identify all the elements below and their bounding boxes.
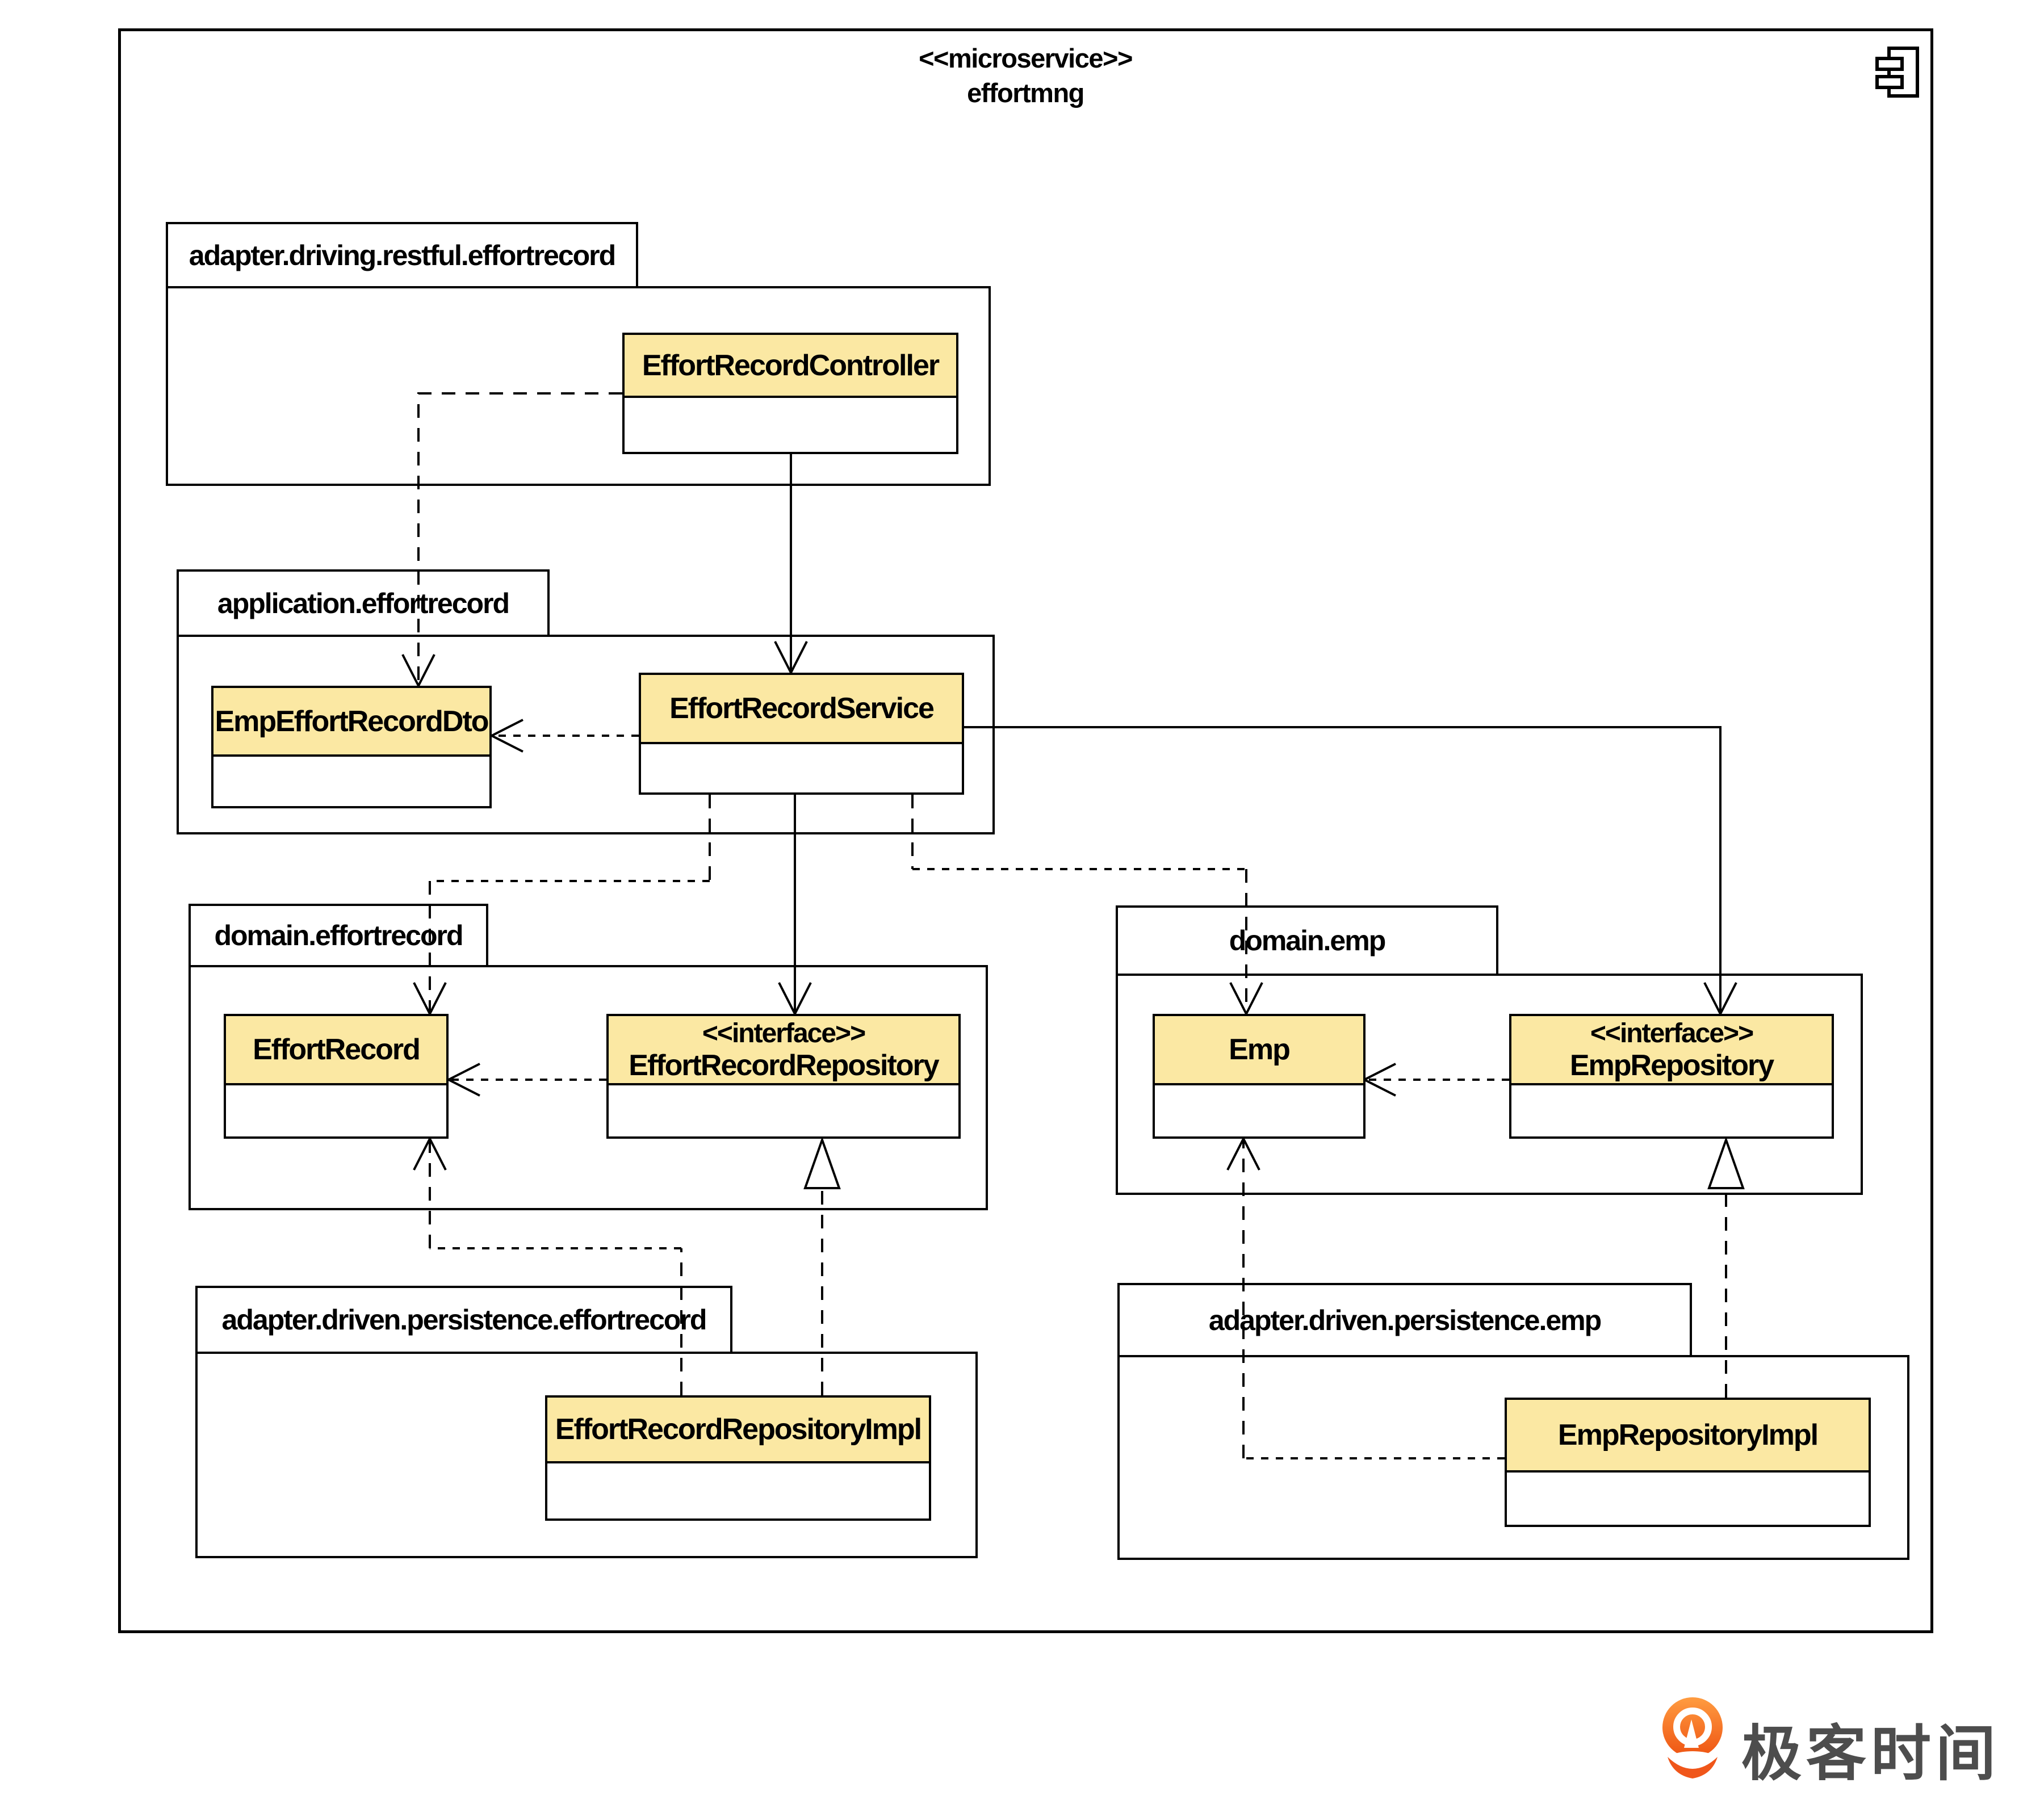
class-effort-record-name: EffortRecord (253, 1033, 421, 1066)
class-emp: Emp (1153, 1014, 1366, 1139)
class-effort-record-repository-impl-name: EffortRecordRepositoryImpl (555, 1413, 922, 1446)
package-domain-emp-label: domain.emp (1229, 925, 1386, 957)
class-emp-header: Emp (1155, 1016, 1363, 1085)
interface-emp-repository-compartment (1511, 1085, 1832, 1136)
interface-effort-record-repository-stereotype: <<interface>> (702, 1018, 866, 1048)
package-domain-emp-tab: domain.emp (1116, 905, 1498, 974)
interface-emp-repository-stereotype: <<interface>> (1590, 1018, 1754, 1048)
interface-effort-record-repository: <<interface>> EffortRecordRepository (606, 1014, 961, 1139)
geektime-logo-text: 极客时间 (1741, 1721, 2000, 1788)
class-effort-record-service-compartment (641, 744, 962, 792)
package-domain-effortrecord-label: domain.effortrecord (214, 920, 463, 951)
class-effort-record-repository-impl-header: EffortRecordRepositoryImpl (547, 1398, 929, 1463)
class-emp-effort-record-dto-compartment (213, 757, 489, 806)
component-icon (1875, 47, 1919, 98)
class-emp-compartment (1155, 1085, 1363, 1136)
package-domain-effortrecord-tab: domain.effortrecord (189, 904, 488, 965)
class-effort-record: EffortRecord (224, 1014, 449, 1139)
class-effort-record-repository-impl-compartment (547, 1463, 929, 1518)
class-emp-repository-impl-header: EmpRepositoryImpl (1507, 1400, 1869, 1473)
interface-effort-record-repository-header: <<interface>> EffortRecordRepository (609, 1016, 958, 1085)
package-restful-effortrecord-tab: adapter.driving.restful.effortrecord (166, 222, 638, 286)
class-emp-effort-record-dto: EmpEffortRecordDto (211, 686, 492, 808)
package-persistence-emp-tab: adapter.driven.persistence.emp (1117, 1283, 1692, 1355)
package-application-effortrecord-tab: application.effortrecord (177, 569, 550, 635)
interface-emp-repository: <<interface>> EmpRepository (1509, 1014, 1834, 1139)
frame-title: <<microservice>> effortmng (742, 41, 1309, 110)
class-effort-record-controller: EffortRecordController (622, 333, 958, 454)
class-effort-record-service: EffortRecordService (639, 673, 964, 795)
interface-effort-record-repository-compartment (609, 1085, 958, 1136)
class-emp-repository-impl: EmpRepositoryImpl (1505, 1398, 1871, 1527)
class-emp-effort-record-dto-header: EmpEffortRecordDto (213, 688, 489, 757)
interface-effort-record-repository-name: EffortRecordRepository (629, 1049, 939, 1082)
class-effort-record-service-name: EffortRecordService (669, 692, 935, 725)
interface-emp-repository-header: <<interface>> EmpRepository (1511, 1016, 1832, 1085)
interface-emp-repository-name: EmpRepository (1569, 1049, 1774, 1082)
class-emp-repository-impl-compartment (1507, 1473, 1869, 1525)
package-persistence-effortrecord-tab: adapter.driven.persistence.effortrecord (195, 1286, 732, 1352)
class-emp-effort-record-dto-name: EmpEffortRecordDto (215, 704, 489, 738)
geektime-logo-icon (1662, 1697, 1723, 1778)
class-effort-record-service-header: EffortRecordService (641, 675, 962, 744)
class-effort-record-controller-header: EffortRecordController (625, 335, 956, 398)
class-emp-name: Emp (1229, 1033, 1291, 1066)
package-persistence-emp-label: adapter.driven.persistence.emp (1208, 1304, 1602, 1336)
class-effort-record-header: EffortRecord (226, 1016, 446, 1085)
package-persistence-effortrecord-label: adapter.driven.persistence.effortrecord (221, 1304, 707, 1336)
class-effort-record-controller-compartment (625, 398, 956, 452)
geektime-logo: 极客时间 (1661, 1694, 2044, 1791)
frame-name: effortmng (967, 78, 1084, 108)
class-effort-record-compartment (226, 1085, 446, 1136)
class-effort-record-repository-impl: EffortRecordRepositoryImpl (545, 1395, 931, 1521)
class-effort-record-controller-name: EffortRecordController (642, 349, 940, 382)
class-emp-repository-impl-name: EmpRepositoryImpl (1557, 1419, 1819, 1452)
package-application-effortrecord-label: application.effortrecord (217, 587, 510, 619)
frame-stereotype: <<microservice>> (919, 43, 1133, 73)
package-restful-effortrecord-label: adapter.driving.restful.effortrecord (189, 239, 616, 271)
